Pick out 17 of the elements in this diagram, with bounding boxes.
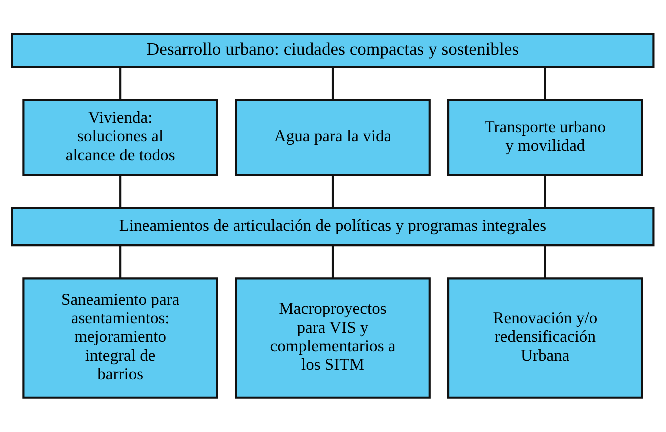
node-box: Macroproyectos para VIS y complementarios a los SITM <box>235 278 431 399</box>
connector <box>120 68 122 100</box>
connector <box>120 176 122 208</box>
node-box: Agua para la vida <box>235 99 431 176</box>
connector <box>544 246 546 278</box>
node-box: Vivienda: soluciones al alcance de todos <box>22 99 218 176</box>
connector <box>332 176 334 208</box>
node-box: Renovación y/o redensificación Urbana <box>448 278 644 399</box>
node-box: Lineamientos de articulación de políticas y programas integrales <box>11 207 655 247</box>
connector <box>544 176 546 208</box>
connector <box>544 68 546 100</box>
connector <box>120 246 122 278</box>
node-box: Desarrollo urbano: ciudades compactas y sostenibles <box>11 33 655 68</box>
node-box: Saneamiento para asentamientos: mejoramiento integral de barrios <box>22 278 218 399</box>
connector <box>332 246 334 278</box>
connector <box>332 68 334 100</box>
node-box: Transporte urbano y movilidad <box>448 99 644 176</box>
